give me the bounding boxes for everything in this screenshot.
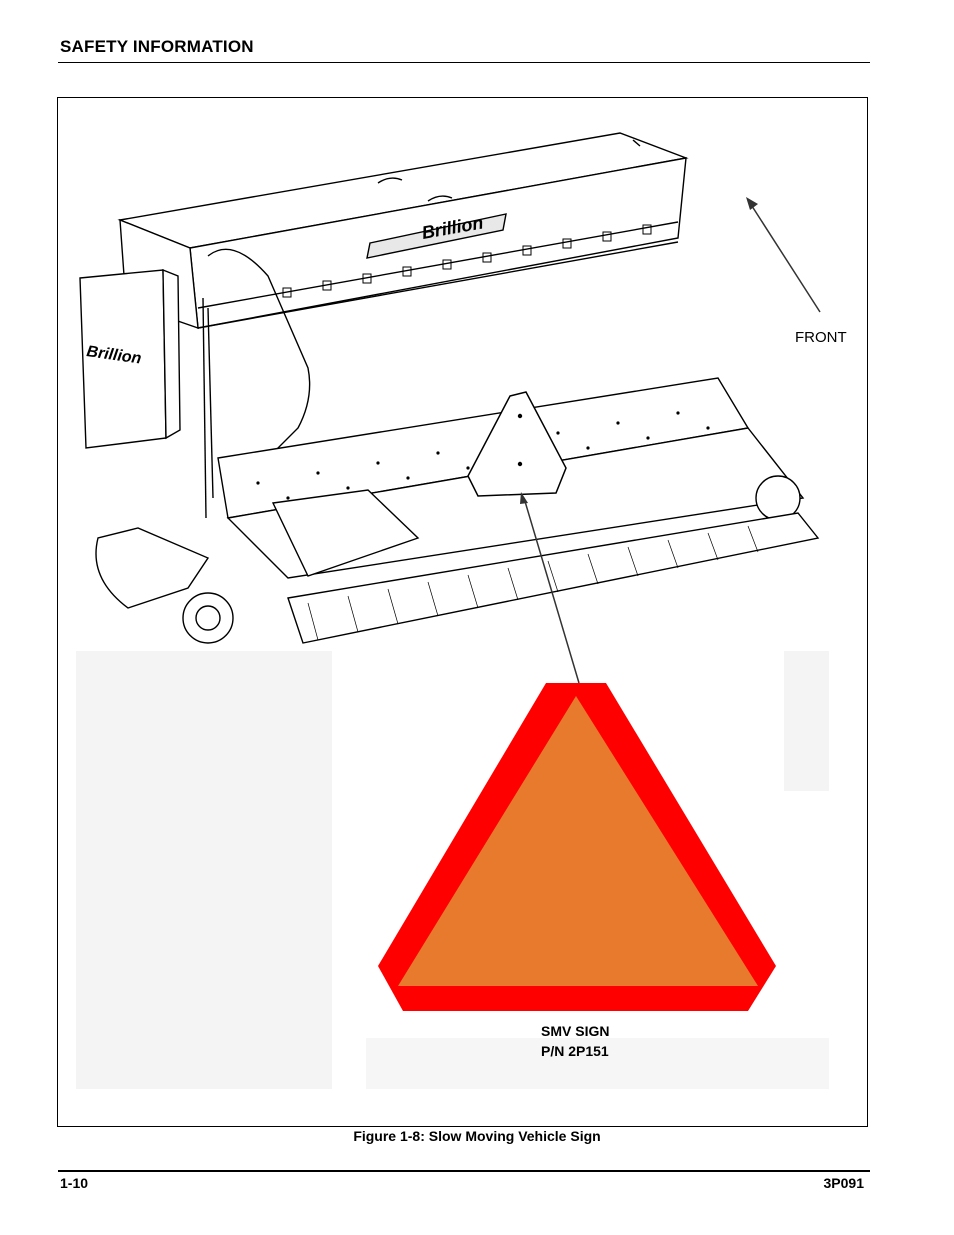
- page-number: 1-10: [60, 1175, 89, 1191]
- backdrop-panel-left: [76, 651, 332, 1089]
- header-rule: [58, 62, 870, 63]
- figure-caption: Figure 1-8: Slow Moving Vehicle Sign: [353, 1128, 601, 1144]
- section-title: SAFETY INFORMATION: [60, 37, 254, 56]
- sign-pointer-arrow: [523, 497, 580, 684]
- front-arrow: [749, 202, 821, 313]
- backdrop-panel-right: [784, 651, 829, 791]
- document-number: 3P091: [823, 1175, 864, 1191]
- seeder-machine-drawing: [79, 132, 820, 644]
- figure-frame: Brillion Brillion: [57, 97, 868, 1127]
- smv-sign-fill: [398, 696, 758, 986]
- smv-sign-label-line1: SMV SIGN: [541, 1023, 610, 1039]
- backdrop-panel-bottom: [366, 1038, 829, 1089]
- footer-rule: [58, 1170, 870, 1172]
- front-arrow-head: [746, 197, 758, 210]
- smv-sign-label-line2: P/N 2P151: [541, 1043, 609, 1059]
- smv-sign-label: SMV SIGN P/N 2P151: [541, 1021, 609, 1061]
- sign-pointer-head: [520, 492, 528, 504]
- figure-illustration: Brillion Brillion: [76, 132, 829, 1089]
- front-label: FRONT: [795, 329, 847, 346]
